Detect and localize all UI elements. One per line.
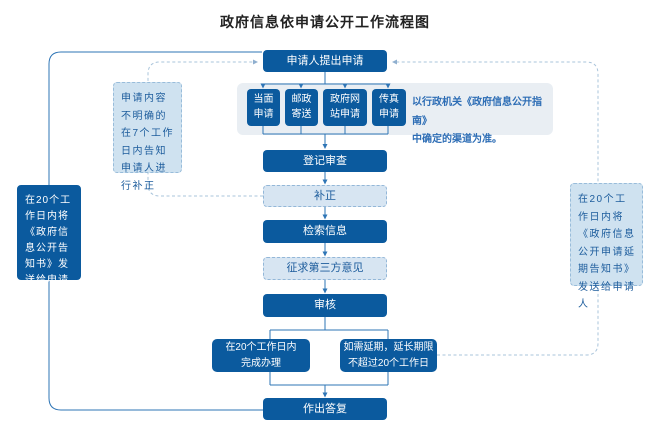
channel-note-line2: 中确定的渠道为准。 xyxy=(412,134,502,145)
channel-website-line2: 站申请 xyxy=(330,108,360,120)
node-search: 检索信息 xyxy=(263,220,387,243)
node-register: 登记审查 xyxy=(263,150,387,172)
node-reply-label: 作出答复 xyxy=(303,402,347,415)
node-channel-mail: 邮政 寄送 xyxy=(285,89,318,126)
node-register-label: 登记审查 xyxy=(303,154,347,167)
node-extension: 如需延期，延长期限 不超过20个工作日 xyxy=(340,339,437,372)
node-channel-fax: 传真 申请 xyxy=(372,89,406,126)
channel-note: 以行政机关《政府信息公开指南》 中确定的渠道为准。 xyxy=(412,94,554,150)
note-correction-tip: 申请内容不明确的在7个工作日内告知申请人进行补正 xyxy=(113,82,182,192)
node-apply: 申请人提出申请 xyxy=(263,50,387,72)
node-correction: 补正 xyxy=(263,185,387,207)
channel-mail-line2: 寄送 xyxy=(291,108,312,120)
node-channel-inperson: 当面 申请 xyxy=(247,89,280,126)
node-channel-website: 政府网 站申请 xyxy=(323,89,367,126)
channel-fax-line1: 传真 xyxy=(379,94,399,105)
node-third-party: 征求第三方意见 xyxy=(263,257,387,280)
channel-mail-line1: 邮政 xyxy=(291,94,312,105)
complete-line1: 在20个工作日内 xyxy=(225,341,297,353)
node-complete-20days: 在20个工作日内 完成办理 xyxy=(212,339,310,372)
channel-note-line1: 以行政机关《政府信息公开指南》 xyxy=(412,97,542,127)
note-delay-right: 在20个工作日内将《政府信息公开申请延期告知书》 发送给申请人 xyxy=(570,183,643,310)
page-title: 政府信息依申请公开工作流程图 xyxy=(220,14,430,30)
node-correction-label: 补正 xyxy=(314,189,336,202)
extension-line1: 如需延期，延长期限 xyxy=(343,341,434,353)
node-reply: 作出答复 xyxy=(263,398,387,420)
node-review: 审核 xyxy=(263,294,387,317)
note-notify-left: 在20个工作日内将《政府信息公开告知书》发送给申请人 xyxy=(17,185,81,302)
note-correction-tip-text: 申请内容不明确的在7个工作日内告知申请人进行补正 xyxy=(121,93,175,192)
note-notify-left-text: 在20个工作日内将《政府信息公开告知书》发送给申请人 xyxy=(25,195,72,302)
channel-inperson-line1: 当面 xyxy=(253,94,274,105)
extension-line2: 不超过20个工作日 xyxy=(347,357,430,369)
node-review-label: 审核 xyxy=(314,299,336,312)
channel-inperson-line2: 申请 xyxy=(253,108,274,120)
node-third-party-label: 征求第三方意见 xyxy=(286,262,364,275)
note-delay-right-text: 在20个工作日内将《政府信息公开申请延期告知书》 发送给申请人 xyxy=(578,194,636,310)
node-apply-label: 申请人提出申请 xyxy=(286,54,364,67)
node-search-label: 检索信息 xyxy=(303,225,347,238)
complete-line2: 完成办理 xyxy=(241,357,281,369)
channel-website-line1: 政府网 xyxy=(330,94,360,105)
channel-fax-line2: 申请 xyxy=(379,108,399,120)
